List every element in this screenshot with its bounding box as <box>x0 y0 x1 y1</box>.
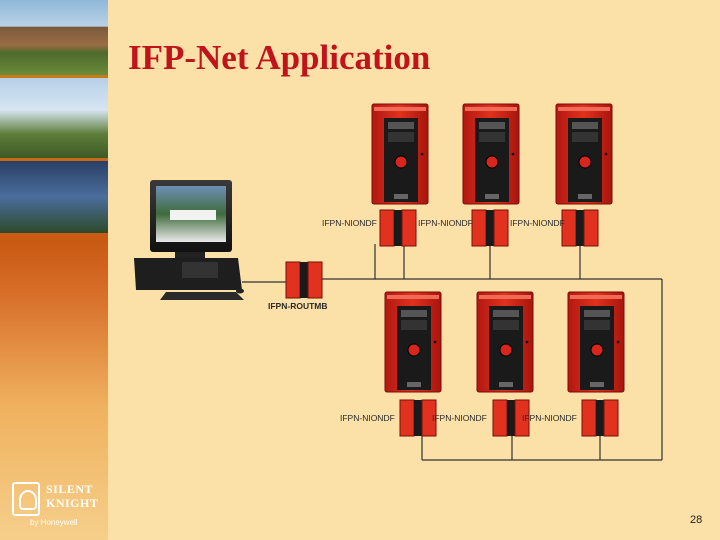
node-label-top-3: IFPN-NIONDF <box>510 218 565 228</box>
node-module-top-1 <box>379 209 417 247</box>
building-photo <box>0 78 108 158</box>
node-module-top-3 <box>561 209 599 247</box>
campus-photo <box>0 0 108 75</box>
computer-workstation <box>134 180 244 300</box>
fire-panel-bottom-1 <box>384 291 442 393</box>
node-label-top-2: IFPN-NIONDF <box>418 218 473 228</box>
slide-title: IFP-Net Application <box>128 38 431 77</box>
sidebar: SILENT KNIGHT by Honeywell <box>0 0 108 540</box>
fire-panel-bottom-2 <box>476 291 534 393</box>
tower-photo <box>0 161 108 233</box>
node-label-bottom-1: IFPN-NIONDF <box>340 413 395 423</box>
logo-line-1: SILENT <box>46 482 94 496</box>
silent-knight-logo: SILENT KNIGHT by Honeywell <box>10 478 102 528</box>
logo-line-3: by Honeywell <box>30 518 78 527</box>
node-label-top-1: IFPN-NIONDF <box>322 218 377 228</box>
node-module-bottom-1 <box>399 399 437 437</box>
knight-emblem-icon <box>12 482 40 516</box>
router-module <box>285 261 323 299</box>
page-number: 28 <box>690 514 703 526</box>
logo-line-2: KNIGHT <box>46 496 99 510</box>
fire-panel-top-1 <box>371 103 429 205</box>
router-label: IFPN-ROUTMB <box>268 301 328 311</box>
fire-panel-bottom-3 <box>567 291 625 393</box>
fire-panel-top-3 <box>555 103 613 205</box>
node-module-top-2 <box>471 209 509 247</box>
fire-panel-top-2 <box>462 103 520 205</box>
node-label-bottom-3: IFPN-NIONDF <box>522 413 577 423</box>
node-label-bottom-2: IFPN-NIONDF <box>432 413 487 423</box>
node-module-bottom-3 <box>581 399 619 437</box>
